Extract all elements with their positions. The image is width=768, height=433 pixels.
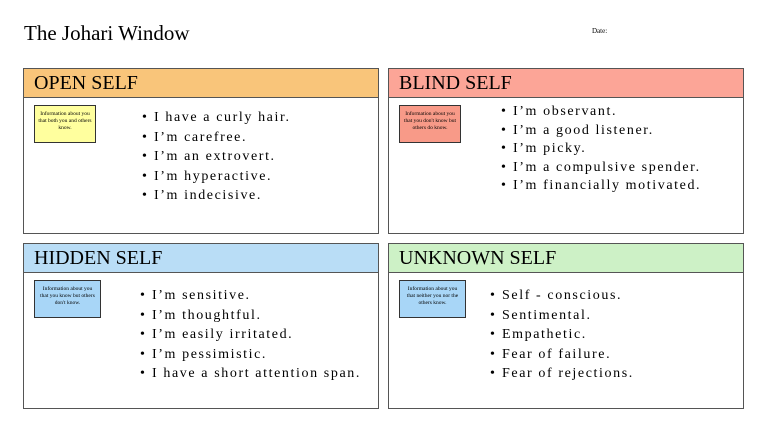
quadrant-note: Information about you that neither you n… xyxy=(399,280,466,318)
open-self-quadrant: OPEN SELF Information about you that bot… xyxy=(23,68,379,234)
date-label: Date: xyxy=(592,27,608,35)
quadrant-note: Information about you that you don't kno… xyxy=(399,105,461,143)
trait-list: I have a curly hair. I’m carefree. I’m a… xyxy=(142,108,374,206)
trait-list: I’m observant. I’m a good listener. I’m … xyxy=(501,103,741,196)
trait-item: Fear of rejections. xyxy=(490,364,730,384)
blind-self-quadrant: BLIND SELF Information about you that yo… xyxy=(388,68,744,234)
trait-item: I’m financially motivated. xyxy=(501,177,741,196)
trait-item: I’m easily irritated. xyxy=(140,325,372,345)
trait-item: I’m sensitive. xyxy=(140,286,372,306)
quadrant-heading: UNKNOWN SELF xyxy=(389,244,743,273)
trait-list: Self - conscious. Sentimental. Empatheti… xyxy=(490,286,730,384)
trait-list: I’m sensitive. I’m thoughtful. I’m easil… xyxy=(140,286,372,384)
trait-item: Empathetic. xyxy=(490,325,730,345)
trait-item: I’m an extrovert. xyxy=(142,147,374,167)
trait-item: I’m a good listener. xyxy=(501,122,741,141)
trait-item: I’m thoughtful. xyxy=(140,306,372,326)
trait-item: I’m pessimistic. xyxy=(140,345,372,365)
page-title: The Johari Window xyxy=(24,21,190,45)
trait-item: Sentimental. xyxy=(490,306,730,326)
trait-item: Self - conscious. xyxy=(490,286,730,306)
quadrant-heading: BLIND SELF xyxy=(389,69,743,98)
trait-item: I’m indecisive. xyxy=(142,186,374,206)
trait-item: I’m a compulsive spender. xyxy=(501,159,741,178)
trait-item: I have a curly hair. xyxy=(142,108,374,128)
trait-item: I’m observant. xyxy=(501,103,741,122)
hidden-self-quadrant: HIDDEN SELF Information about you that y… xyxy=(23,243,379,409)
quadrant-heading: HIDDEN SELF xyxy=(24,244,378,273)
quadrant-note: Information about you that you know but … xyxy=(34,280,101,318)
trait-item: I’m hyperactive. xyxy=(142,167,374,187)
unknown-self-quadrant: UNKNOWN SELF Information about you that … xyxy=(388,243,744,409)
trait-item: I’m picky. xyxy=(501,140,741,159)
trait-item: Fear of failure. xyxy=(490,345,730,365)
trait-item: I’m carefree. xyxy=(142,128,374,148)
quadrant-note: Information about you that both you and … xyxy=(34,105,96,143)
trait-item: I have a short attention span. xyxy=(140,364,372,384)
quadrant-heading: OPEN SELF xyxy=(24,69,378,98)
